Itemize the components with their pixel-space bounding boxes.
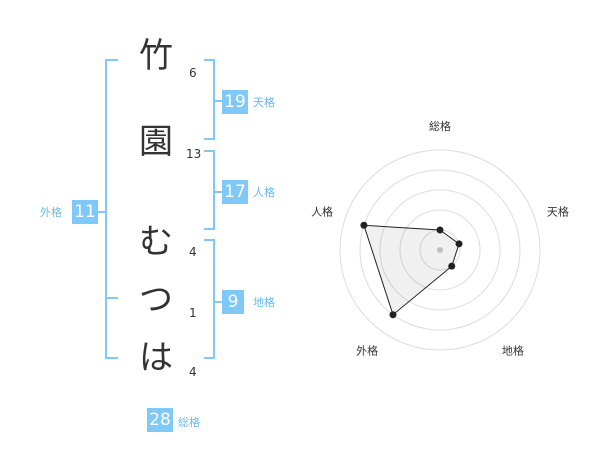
radar-axis-label-3: 地格 bbox=[502, 343, 524, 357]
radar-series-polygon bbox=[363, 224, 460, 316]
radar-point-5 bbox=[360, 221, 368, 229]
radar-axis-label-2: 天格 bbox=[547, 205, 569, 219]
soukaku-value: 28 bbox=[147, 408, 173, 432]
radar-ring-2 bbox=[399, 209, 481, 291]
stroke-count-2: 13 bbox=[186, 147, 202, 161]
name-char-4: つ bbox=[139, 280, 173, 320]
stroke-count-5: 4 bbox=[189, 365, 197, 379]
name-char-1: 竹 bbox=[139, 36, 173, 76]
name-char-3: む bbox=[139, 222, 173, 262]
stroke-count-4: 1 bbox=[189, 306, 197, 320]
radar-point-3 bbox=[448, 262, 456, 270]
tenkaku-bracket bbox=[204, 59, 215, 140]
gaikaku-bracket bbox=[105, 59, 118, 359]
jinkaku-value: 17 bbox=[222, 180, 248, 204]
radar-center-dot bbox=[437, 247, 443, 253]
radar-axis-label-5: 人格 bbox=[311, 205, 333, 219]
stroke-count-1: 6 bbox=[189, 66, 197, 80]
radar-axis-label-1: 総格 bbox=[429, 119, 451, 133]
radar-ring-5 bbox=[339, 149, 541, 351]
radar-ring-4 bbox=[359, 169, 521, 331]
chikaku-value: 9 bbox=[222, 290, 244, 314]
tenkaku-label: 天格 bbox=[253, 96, 275, 109]
jinkaku-bracket bbox=[204, 150, 215, 230]
radar-point-1 bbox=[436, 226, 444, 234]
radar-ring-3 bbox=[379, 189, 501, 311]
name-char-2: 園 bbox=[139, 122, 173, 162]
radar-point-4 bbox=[389, 311, 397, 319]
radar-point-2 bbox=[455, 240, 463, 248]
chikaku-bracket bbox=[204, 239, 215, 359]
name-char-5: は bbox=[139, 338, 173, 378]
tenkaku-value: 19 bbox=[222, 90, 248, 114]
jinkaku-label: 人格 bbox=[253, 186, 275, 199]
gaikaku-value: 11 bbox=[72, 200, 98, 224]
soukaku-label: 総格 bbox=[178, 416, 200, 429]
radar-axis-label-4: 外格 bbox=[356, 343, 378, 357]
stroke-count-3: 4 bbox=[189, 245, 197, 259]
gaikaku-label: 外格 bbox=[40, 206, 62, 219]
chikaku-label: 地格 bbox=[253, 296, 275, 309]
